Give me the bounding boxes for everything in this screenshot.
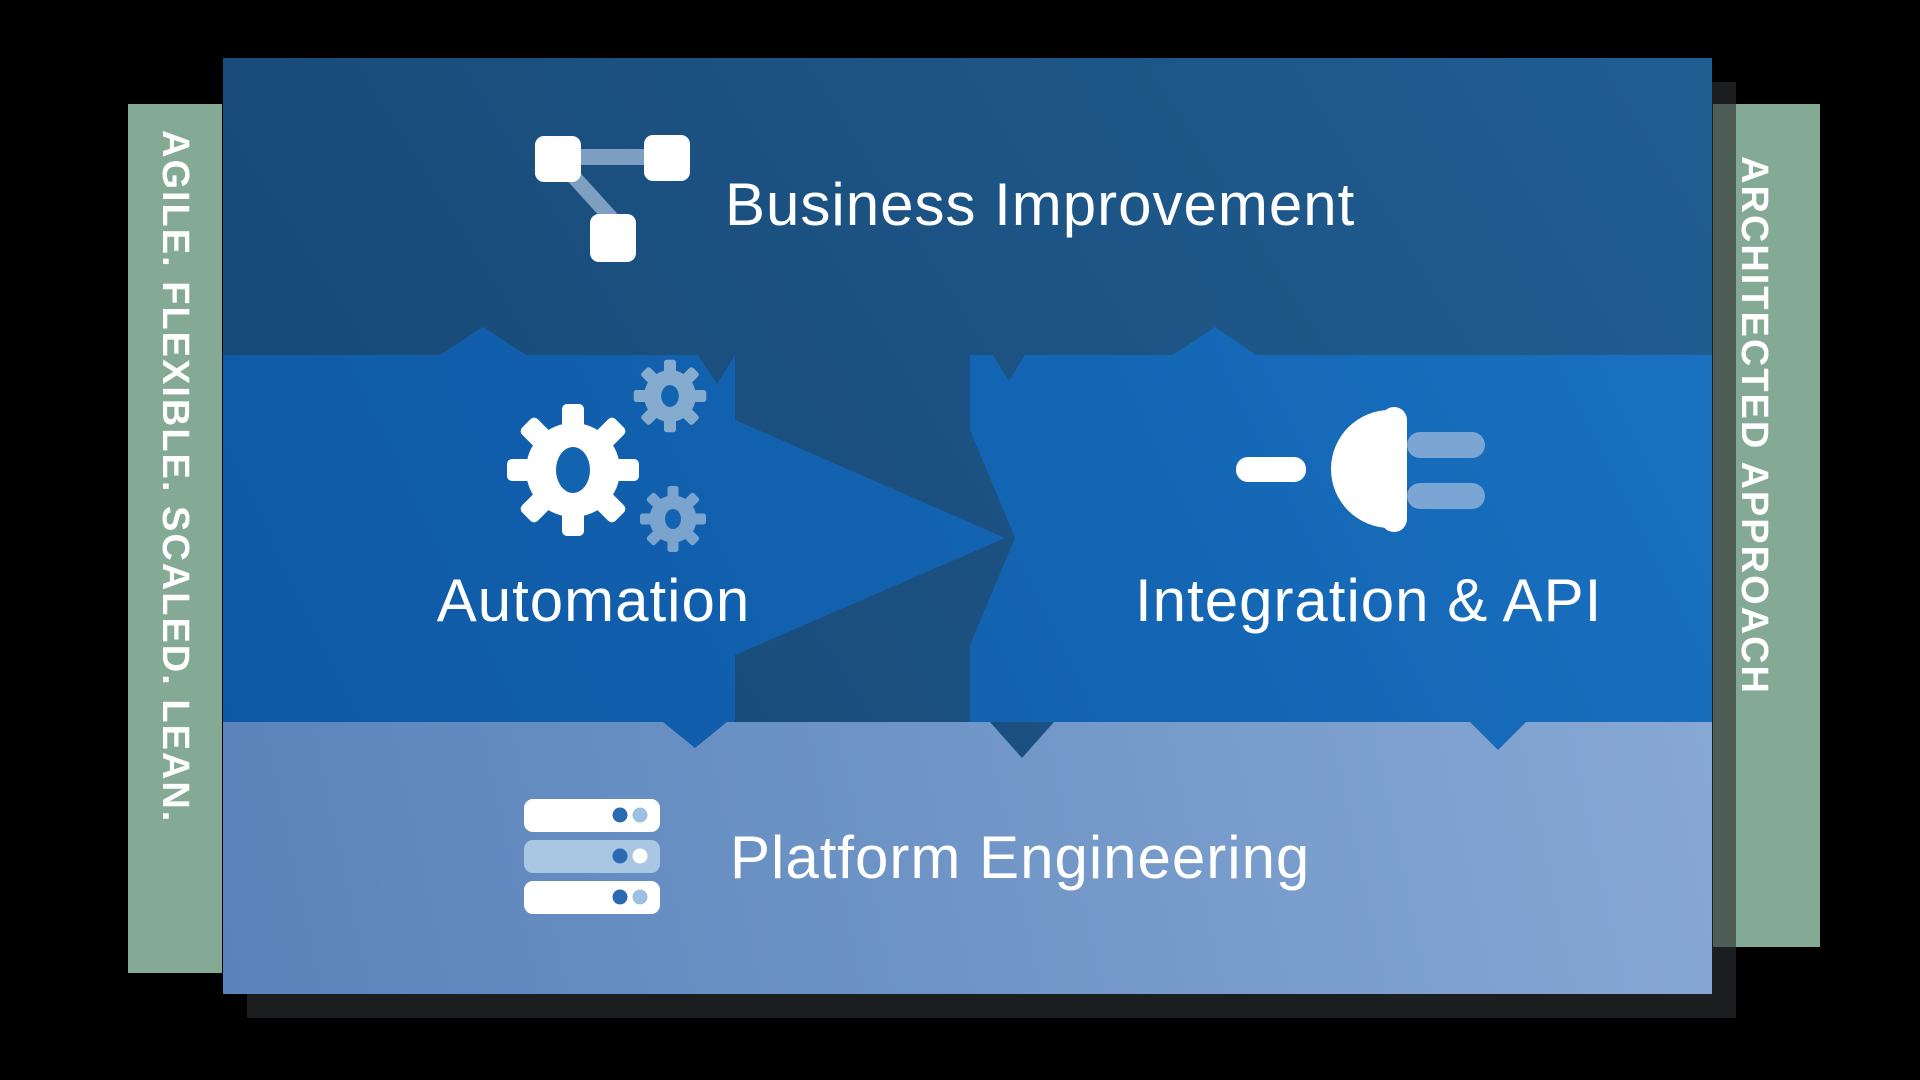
automation-label: Automation [436,567,751,634]
integration-api-label: Integration & API [1135,567,1603,634]
bottom-band-platform-engineering [223,722,1712,994]
plug-icon [1236,407,1485,532]
platform-engineering-label: Platform Engineering [730,824,1311,891]
server-icon [524,799,660,914]
puzzle-piece-automation [223,327,1005,748]
puzzle-piece-integration-api [970,327,1712,750]
right-ribbon-label: ARCHITECTED APPROACH [1733,156,1775,695]
business-improvement-label: Business Improvement [725,171,1356,238]
panel-graphics [223,58,1712,994]
sitemap-icon [535,135,690,262]
left-ribbon-label: AGILE. FLEXIBLE. SCALED. LEAN. [154,130,196,824]
gears-icon [507,359,707,552]
left-ribbon: AGILE. FLEXIBLE. SCALED. LEAN. [128,104,222,973]
interlock-down-triangle [990,722,1054,758]
main-panel: Business Improvement Automation Integrat… [223,58,1712,994]
